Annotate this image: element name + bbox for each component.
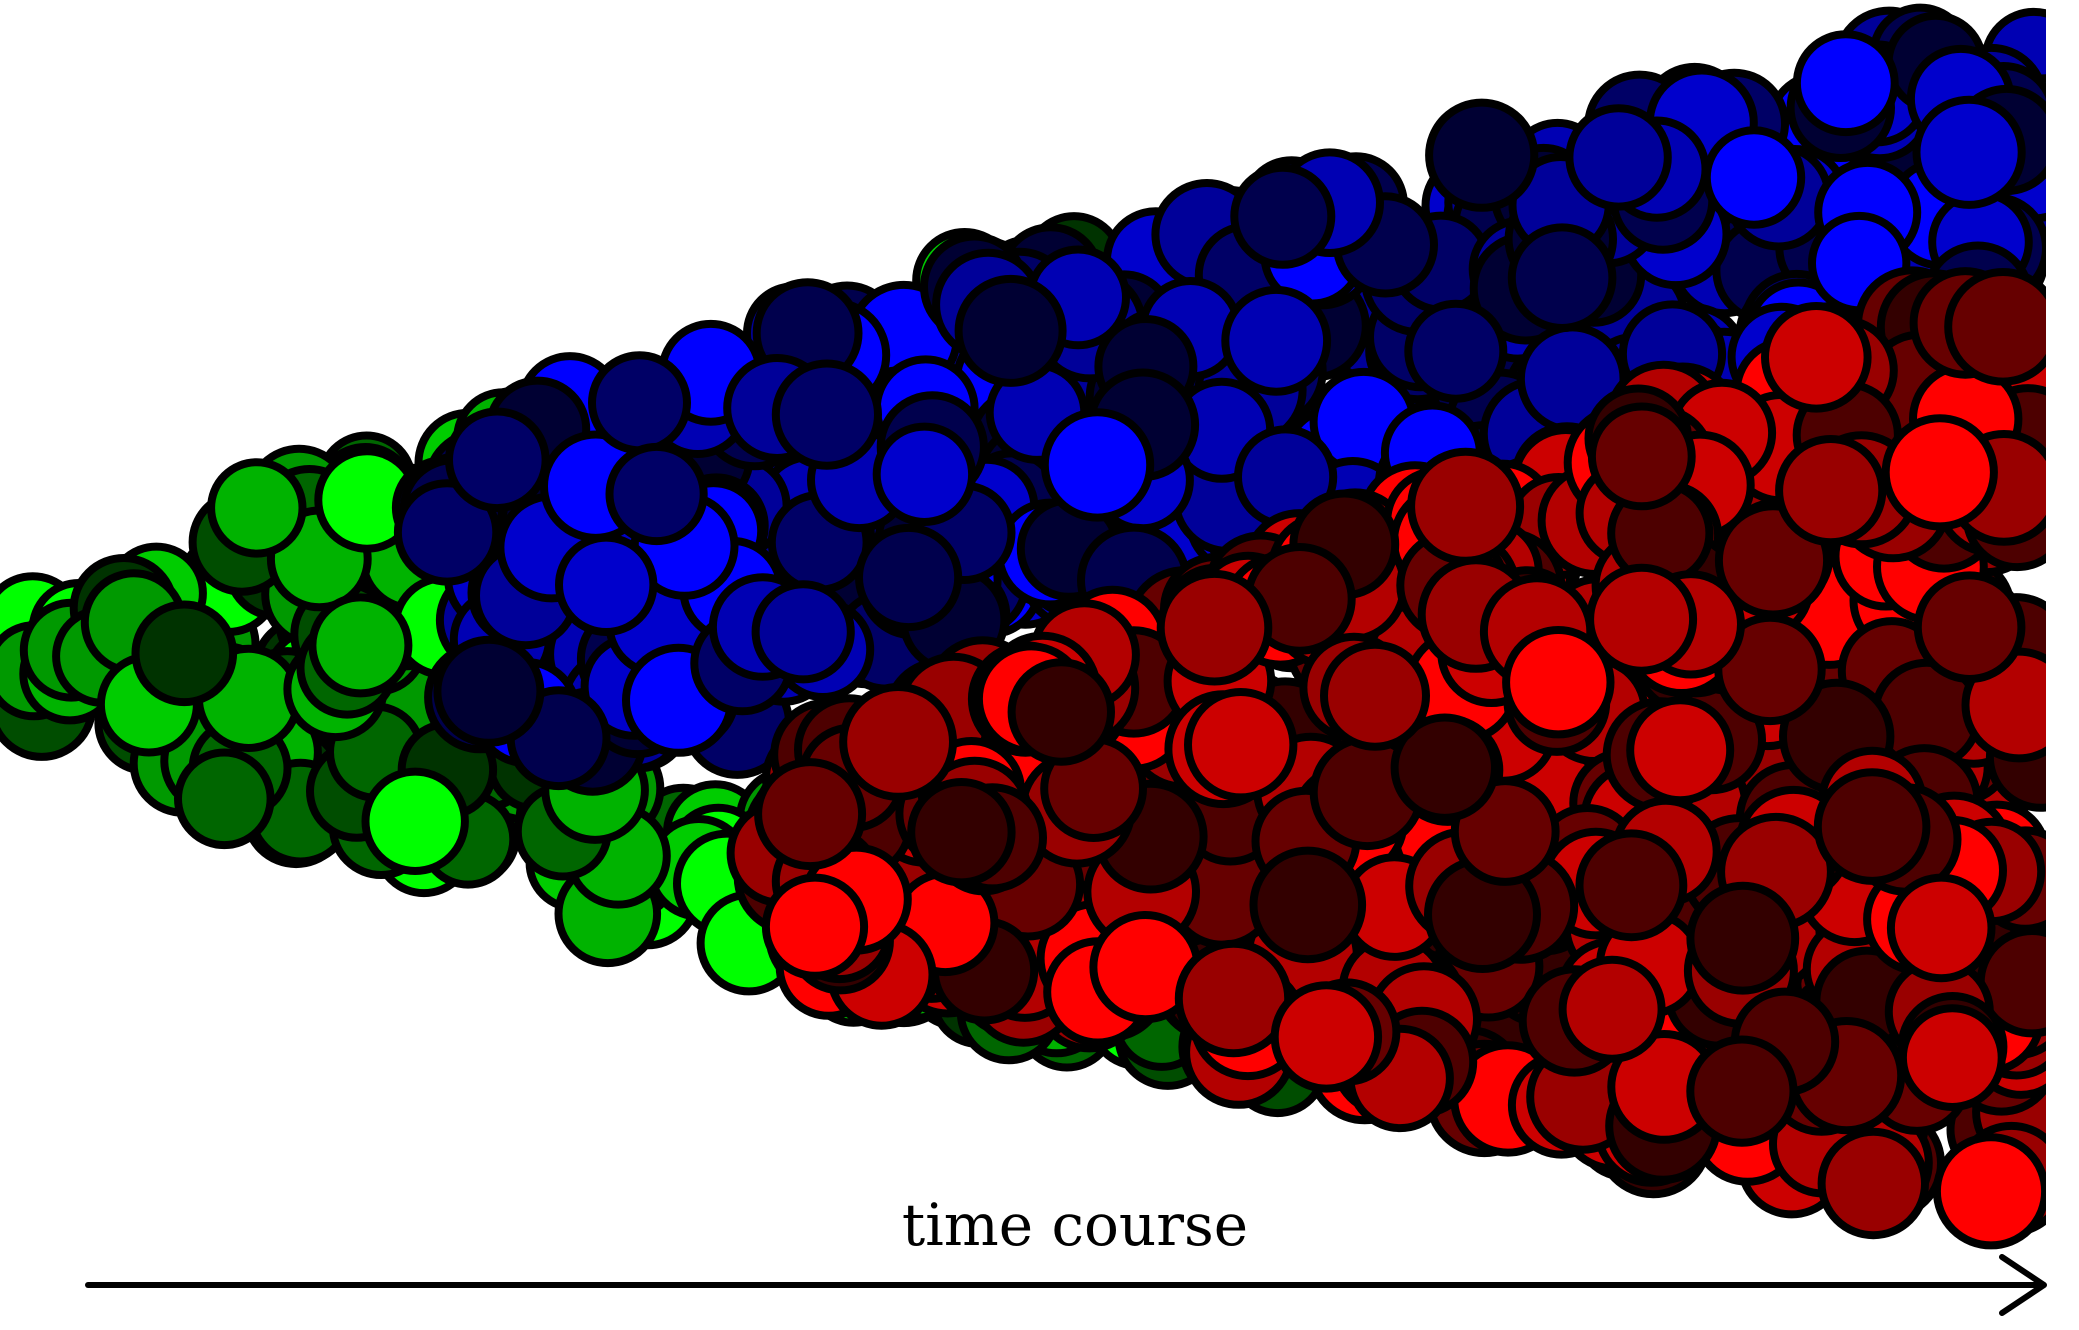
cell-circle bbox=[1320, 640, 1430, 751]
cell-circle bbox=[1221, 285, 1332, 396]
cell-circle bbox=[1686, 881, 1800, 995]
cell-circle bbox=[1404, 299, 1508, 403]
time-course-label: time course bbox=[902, 1191, 1248, 1259]
cell-circle bbox=[1817, 1127, 1930, 1240]
cell-circle bbox=[1813, 768, 1931, 885]
cell-circle bbox=[555, 533, 658, 636]
cell-circle bbox=[1270, 981, 1383, 1093]
cell-circle bbox=[1586, 563, 1698, 675]
cell-circle bbox=[1886, 873, 1996, 983]
cell-circle bbox=[361, 767, 469, 875]
cell-circle bbox=[1626, 696, 1735, 805]
cell-circle bbox=[445, 407, 550, 513]
cell-circle bbox=[1944, 268, 2046, 386]
cell-circle bbox=[1425, 98, 1539, 212]
cell-circle bbox=[855, 523, 963, 632]
cell-circle bbox=[1575, 829, 1688, 942]
cell-circle bbox=[872, 422, 977, 526]
cell-circle bbox=[954, 274, 1067, 387]
cell-circle bbox=[1792, 30, 1899, 137]
cell-circle bbox=[1507, 223, 1617, 333]
cell-circle bbox=[1156, 569, 1273, 686]
cell-circle bbox=[1587, 402, 1696, 511]
cell-circle bbox=[1702, 126, 1806, 229]
cell-circle bbox=[1184, 688, 1298, 802]
cell-circle bbox=[207, 458, 307, 558]
cell-circle bbox=[1390, 713, 1500, 822]
cell-circle bbox=[1686, 1035, 1798, 1147]
cell-circle bbox=[393, 479, 501, 586]
cell-circle bbox=[1007, 658, 1116, 766]
red-cell-cluster bbox=[726, 266, 2046, 1250]
cell-circle bbox=[1913, 571, 2026, 684]
cell-circle bbox=[1761, 302, 1872, 413]
cell-circle bbox=[433, 635, 545, 747]
blue-cell-cluster bbox=[391, 3, 2046, 796]
cell-circle bbox=[907, 778, 1016, 887]
cell-circle bbox=[174, 748, 275, 850]
cell-circle bbox=[761, 873, 869, 980]
cell-circle bbox=[1558, 955, 1666, 1063]
cell-circle bbox=[1407, 447, 1525, 565]
cell-circle bbox=[771, 359, 883, 470]
cell-circle bbox=[839, 683, 957, 801]
cell-circle bbox=[751, 580, 855, 684]
cell-circle bbox=[131, 600, 238, 707]
time-arrow bbox=[85, 1254, 2047, 1316]
cell-circle bbox=[1249, 846, 1367, 964]
cell-circle bbox=[1912, 95, 2026, 209]
cell-circle bbox=[588, 351, 691, 455]
cell-circle bbox=[1502, 626, 1615, 739]
cell-circle bbox=[605, 442, 708, 546]
cell-circle bbox=[1898, 1004, 2006, 1111]
cell-circle bbox=[1881, 414, 1998, 531]
cell-circle bbox=[754, 758, 867, 871]
cell-circle bbox=[1040, 408, 1155, 522]
cell-circle bbox=[1775, 435, 1887, 547]
cell-circle bbox=[1932, 1133, 2046, 1250]
cell-circle bbox=[308, 593, 413, 698]
cell-circle bbox=[1565, 104, 1672, 211]
time-arrow-head bbox=[1999, 1254, 2047, 1316]
cell-circle bbox=[1230, 163, 1336, 269]
